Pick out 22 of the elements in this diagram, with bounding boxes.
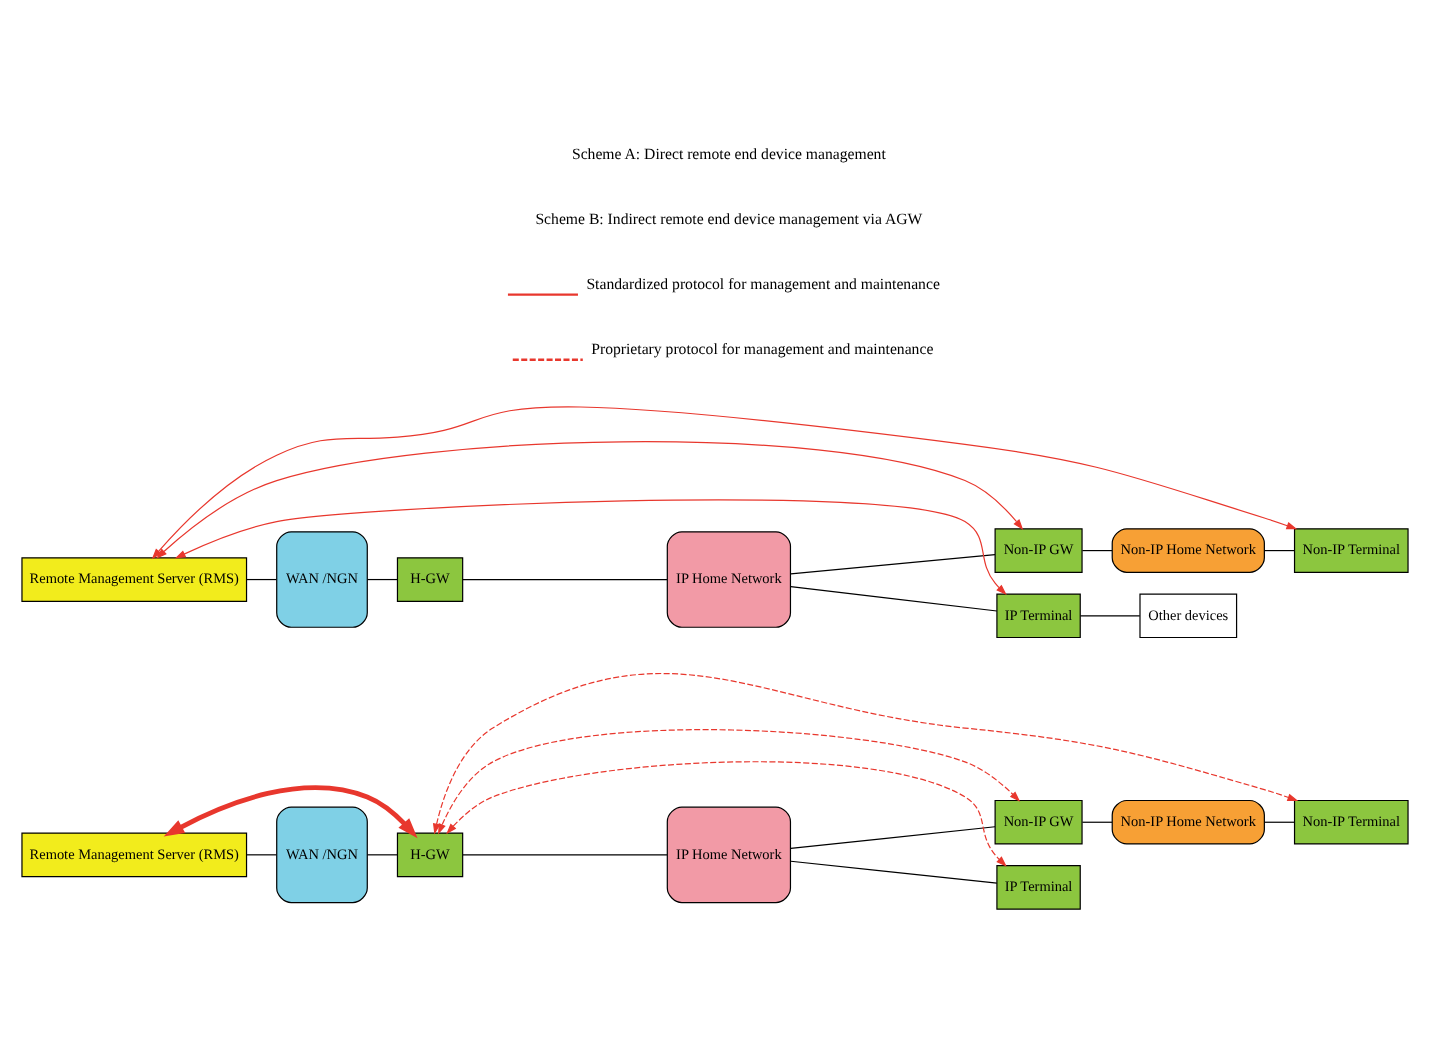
connector <box>790 860 998 884</box>
connector <box>366 854 398 856</box>
arrow <box>163 785 418 839</box>
connector <box>462 854 668 856</box>
connector <box>1079 615 1141 617</box>
connector <box>246 854 277 856</box>
connector <box>790 826 996 849</box>
connector <box>246 578 277 581</box>
connector <box>1264 821 1295 823</box>
arrow <box>151 406 1298 560</box>
connector <box>1081 821 1113 823</box>
connector <box>790 586 998 612</box>
arrow <box>446 761 1007 867</box>
connector <box>1264 549 1295 552</box>
connector <box>1081 549 1113 552</box>
connector <box>790 553 996 575</box>
connector <box>462 578 668 581</box>
arrow <box>438 729 1021 835</box>
arrow <box>156 441 1024 559</box>
arrow <box>174 499 1007 596</box>
connector <box>366 578 398 581</box>
arrow <box>432 673 1299 835</box>
